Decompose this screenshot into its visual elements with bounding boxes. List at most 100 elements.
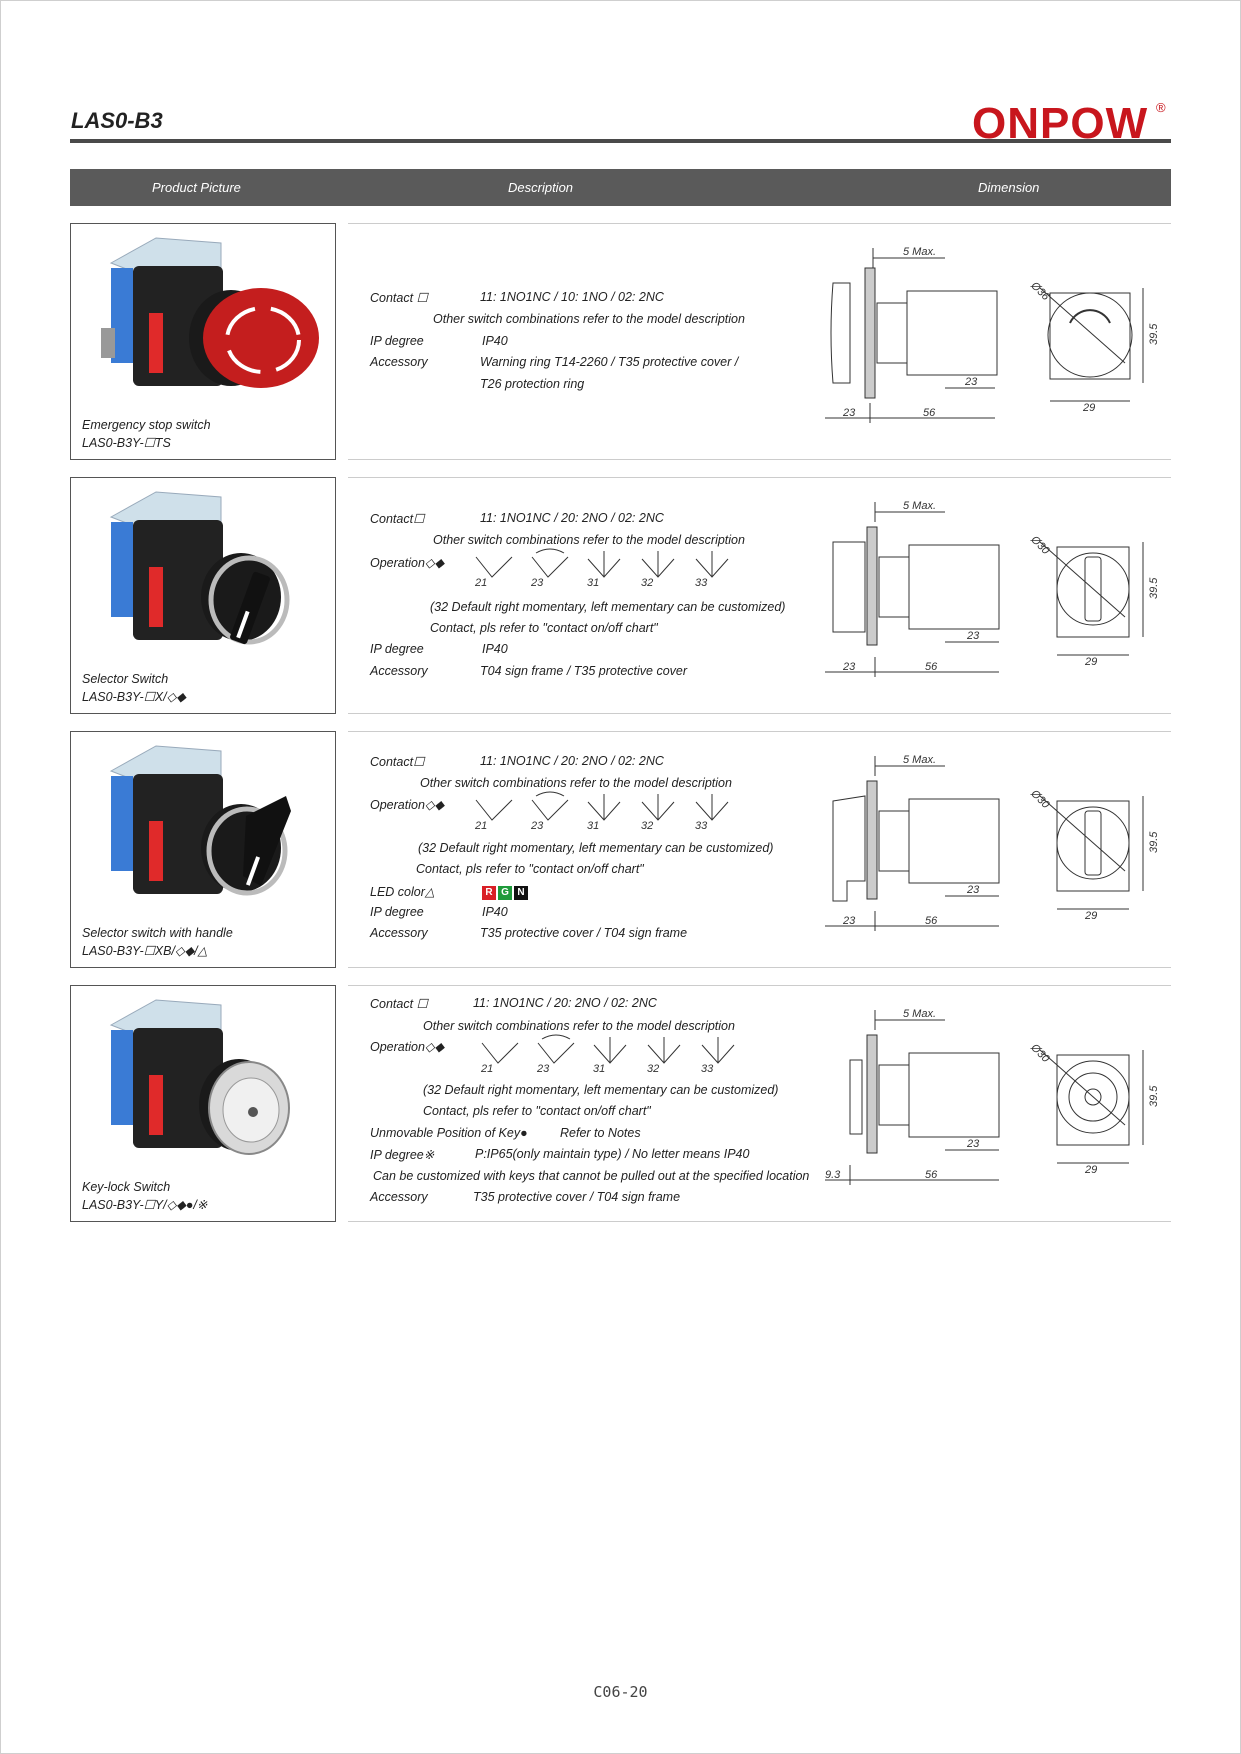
contact-note: Other switch combinations refer to the m…	[433, 312, 745, 326]
dim-front-w: 29	[1084, 1164, 1097, 1176]
accessory-label: Accessory	[370, 664, 428, 678]
dim-front-w: 29	[1082, 402, 1095, 414]
contact-note: Other switch combinations refer to the m…	[420, 776, 732, 790]
accessory-value: Warning ring T14-2260 / T35 protective c…	[480, 355, 739, 369]
dim-front-h: 39.5	[1148, 1085, 1160, 1107]
dimension-drawing: 5 Max. 9.3 56 23 29 39.5 Ø30	[825, 1008, 1160, 1185]
op-code: 31	[587, 577, 599, 587]
operation-note: (32 Default right momentary, left mement…	[430, 600, 786, 614]
ip-value: P:IP65(only maintain type) / No letter m…	[475, 1147, 750, 1161]
logo-wordmark: ONPOW	[972, 99, 1148, 144]
page-number: C06-20	[593, 1683, 648, 1701]
accessory-label: Accessory	[370, 1190, 428, 1204]
column-description: Description	[508, 180, 574, 195]
key-position-label: Unmovable Position of Key●	[370, 1126, 528, 1140]
column-dimension: Dimension	[978, 180, 1040, 195]
column-header-bar: Product Picture Description Dimension	[70, 169, 1171, 206]
ip-label: IP degree	[370, 642, 424, 656]
dimension-drawing: 5 Max. 23 56 23 29 39.5 Ø36	[825, 246, 1160, 423]
operation-diagrams: 21 23 31 32 33	[480, 1034, 735, 1073]
accessory-label: Accessory	[370, 926, 428, 940]
op-code: 31	[587, 820, 599, 830]
product-name: Selector Switch	[82, 672, 169, 686]
op-code: 31	[593, 1063, 605, 1073]
product-picture-frame: Emergency stop switch LAS0-B3Y-☐TS	[70, 223, 336, 460]
operation-note-2: Contact, pls refer to "contact on/off ch…	[416, 862, 644, 876]
contact-label: Contact ☐	[370, 997, 428, 1011]
ip-value: IP40	[482, 905, 508, 919]
led-none-swatch: N	[514, 886, 528, 900]
op-code: 21	[474, 820, 487, 830]
operation-note: (32 Default right momentary, left mement…	[423, 1083, 779, 1097]
product-row-emergency-stop: Emergency stop switch LAS0-B3Y-☐TS Conta…	[70, 223, 1171, 460]
product-model: LAS0-B3Y-☐X/◇◆	[82, 690, 186, 704]
accessory-value: T35 protective cover / T04 sign frame	[480, 926, 688, 940]
contact-note: Other switch combinations refer to the m…	[433, 533, 745, 547]
product-row-selector-handle: Selector switch with handle LAS0-B3Y-☐XB…	[70, 731, 1171, 968]
dim-diameter: Ø36	[1028, 279, 1053, 304]
contact-value: 11: 1NO1NC / 10: 1NO / 02: 2NC	[480, 290, 664, 304]
product-picture-frame: Key-lock Switch LAS0-B3Y-☐Y/◇◆●/※	[70, 985, 336, 1222]
ip-value: IP40	[482, 334, 508, 348]
op-code: 32	[641, 577, 653, 587]
contact-value: 11: 1NO1NC / 20: 2NO / 02: 2NC	[480, 754, 664, 768]
selector-handle-photo	[109, 745, 291, 896]
dim-d3: 23	[966, 1138, 980, 1150]
product-model: LAS0-B3Y-☐XB/◇◆/△	[82, 944, 208, 958]
operation-label: Operation◇◆	[370, 556, 445, 570]
dim-front-h: 39.5	[1148, 577, 1160, 599]
custom-key-note: Can be customized with keys that cannot …	[373, 1169, 810, 1183]
accessory-value: T35 protective cover / T04 sign frame	[473, 1190, 681, 1204]
product-row-key-lock: Key-lock Switch LAS0-B3Y-☐Y/◇◆●/※ Contac…	[70, 985, 1171, 1222]
operation-note-2: Contact, pls refer to "contact on/off ch…	[430, 621, 658, 635]
dim-d2: 56	[923, 407, 936, 419]
dim-d1: 23	[842, 407, 856, 419]
op-code: 23	[536, 1063, 550, 1073]
dim-max: 5 Max.	[903, 500, 936, 512]
dim-max: 5 Max.	[903, 754, 936, 766]
dim-d3: 23	[966, 630, 980, 642]
dim-d1: 23	[842, 661, 856, 673]
contact-label: Contact☐	[370, 755, 425, 769]
contact-value: 11: 1NO1NC / 20: 2NO / 02: 2NC	[480, 511, 664, 525]
ip-label: IP degree	[370, 905, 424, 919]
dim-d3: 23	[964, 376, 978, 388]
ip-label: IP degree※	[370, 1148, 435, 1162]
logo-registered-mark: ®	[1156, 100, 1166, 115]
product-model: LAS0-B3Y-☐Y/◇◆●/※	[82, 1198, 208, 1212]
description-cell: Contact ☐ 11: 1NO1NC / 20: 2NO / 02: 2NC…	[348, 985, 1171, 1222]
ip-label: IP degree	[370, 334, 424, 348]
op-code: 23	[530, 577, 544, 587]
key-position-value: Refer to Notes	[560, 1126, 641, 1140]
op-code: 21	[474, 577, 487, 587]
operation-note-2: Contact, pls refer to "contact on/off ch…	[423, 1104, 651, 1118]
contact-label: Contact ☐	[370, 291, 428, 305]
op-code: 21	[480, 1063, 493, 1073]
operation-label: Operation◇◆	[370, 798, 445, 812]
led-red-swatch: R	[482, 886, 496, 900]
contact-value: 11: 1NO1NC / 20: 2NO / 02: 2NC	[473, 996, 657, 1010]
selector-switch-photo	[109, 491, 290, 645]
op-code: 33	[695, 577, 708, 587]
emergency-stop-photo	[101, 237, 319, 388]
dim-diameter: Ø30	[1028, 1041, 1053, 1066]
dim-d2: 56	[925, 915, 938, 927]
ip-value: IP40	[482, 642, 508, 656]
key-lock-photo	[109, 999, 290, 1155]
op-code: 33	[701, 1063, 714, 1073]
dim-d3: 23	[966, 884, 980, 896]
dim-front-h: 39.5	[1148, 831, 1160, 853]
op-code: 33	[695, 820, 708, 830]
op-code: 23	[530, 820, 544, 830]
dim-diameter: Ø30	[1028, 787, 1053, 812]
product-name: Key-lock Switch	[82, 1180, 171, 1194]
op-code: 32	[641, 820, 653, 830]
product-picture-frame: Selector switch with handle LAS0-B3Y-☐XB…	[70, 731, 336, 968]
accessory-value: T04 sign frame / T35 protective cover	[480, 664, 688, 678]
dim-d2: 56	[925, 661, 938, 673]
contact-label: Contact☐	[370, 512, 425, 526]
dim-d2: 56	[925, 1169, 938, 1181]
column-product-picture: Product Picture	[152, 180, 241, 195]
dimension-drawing: 5 Max. 23 56 23 29 39.5 Ø30	[825, 754, 1160, 931]
